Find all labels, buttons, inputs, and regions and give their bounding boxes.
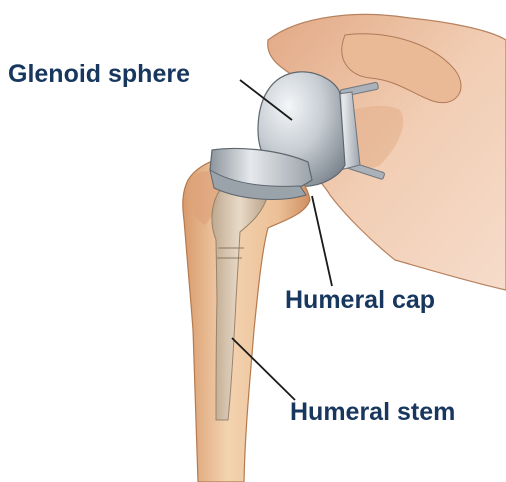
label-humeral-cap: Humeral cap: [285, 285, 435, 315]
label-glenoid-sphere: Glenoid sphere: [8, 59, 190, 89]
label-humeral-stem: Humeral stem: [290, 397, 455, 427]
leader-cap: [312, 196, 332, 286]
